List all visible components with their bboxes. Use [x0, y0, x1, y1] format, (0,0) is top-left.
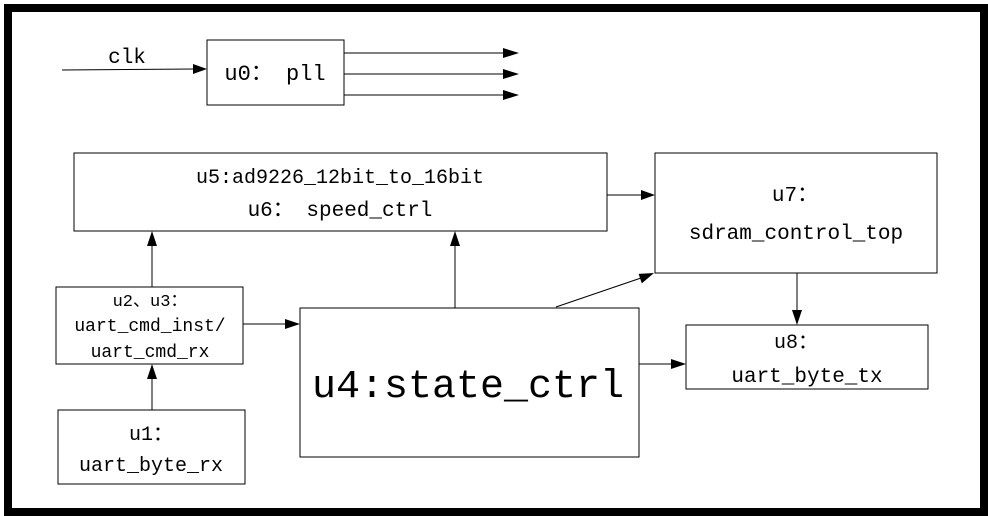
- state-to-uarttx-arrowhead: [671, 359, 686, 369]
- state-ctrl-label: u4:state_ctrl: [312, 365, 624, 410]
- state-ctrl-box: [299, 307, 640, 458]
- uartcmd-to-state-arrowhead: [285, 319, 300, 329]
- uart-cmd-id-label: u2、u3：: [113, 293, 188, 312]
- connections: [61, 48, 802, 410]
- sdram-id-label: u7：: [772, 185, 818, 208]
- ad9226-speed-block: u5:ad9226_12bit_to_16bit u6： speed_ctrl: [73, 152, 608, 232]
- sdram-to-uarttx-arrowhead: [792, 310, 802, 325]
- pll-output-2-arrowhead: [503, 69, 519, 79]
- clk-to-pll-line: [61, 68, 196, 71]
- uart-tx-id-label: u8：: [774, 332, 818, 355]
- state-to-sdram-arrowhead: [638, 273, 654, 284]
- ad9226-label: u5:ad9226_12bit_to_16bit: [196, 167, 484, 190]
- speed-ctrl-label: u6： speed_ctrl: [248, 200, 433, 223]
- pll-label: u0： pll: [224, 62, 325, 87]
- pll-box: [206, 39, 345, 106]
- uart-cmd-inst-label: uart_cmd_inst/: [74, 317, 225, 337]
- clk-label: clk: [108, 47, 146, 70]
- clk-to-pll-arrowhead: [193, 64, 207, 74]
- sdram-box: [654, 152, 938, 274]
- state-to-ad9226-arrowhead: [450, 231, 460, 246]
- sdram-name-label: sdram_control_top: [689, 223, 903, 246]
- state-to-sdram-line: [555, 277, 642, 308]
- uartcmd-to-ad9226-arrowhead: [147, 231, 157, 246]
- ad9226-speed-box: [73, 152, 608, 232]
- uart-rx-block: u1： uart_byte_rx: [57, 409, 246, 485]
- pll-block: u0： pll: [206, 39, 345, 106]
- uart-cmd-block: u2、u3： uart_cmd_inst/ uart_cmd_rx: [55, 286, 244, 365]
- ad9226-to-sdram-arrowhead: [641, 190, 655, 200]
- sdram-block: u7： sdram_control_top: [654, 152, 938, 274]
- uart-rx-name-label: uart_byte_rx: [79, 455, 223, 478]
- uart-cmd-rx-label: uart_cmd_rx: [91, 343, 210, 363]
- uart-rx-id-label: u1：: [129, 424, 173, 447]
- uartrx-to-uartcmd-arrowhead: [147, 364, 157, 379]
- uart-cmd-box: [55, 286, 244, 365]
- pll-output-1-arrowhead: [503, 48, 519, 58]
- uart-tx-box: [685, 324, 929, 390]
- uart-rx-box: [57, 409, 246, 485]
- uart-tx-block: u8： uart_byte_tx: [685, 324, 929, 390]
- uart-tx-name-label: uart_byte_tx: [731, 366, 882, 389]
- pll-output-3-arrowhead: [503, 90, 519, 100]
- state-ctrl-block: u4:state_ctrl: [299, 307, 640, 458]
